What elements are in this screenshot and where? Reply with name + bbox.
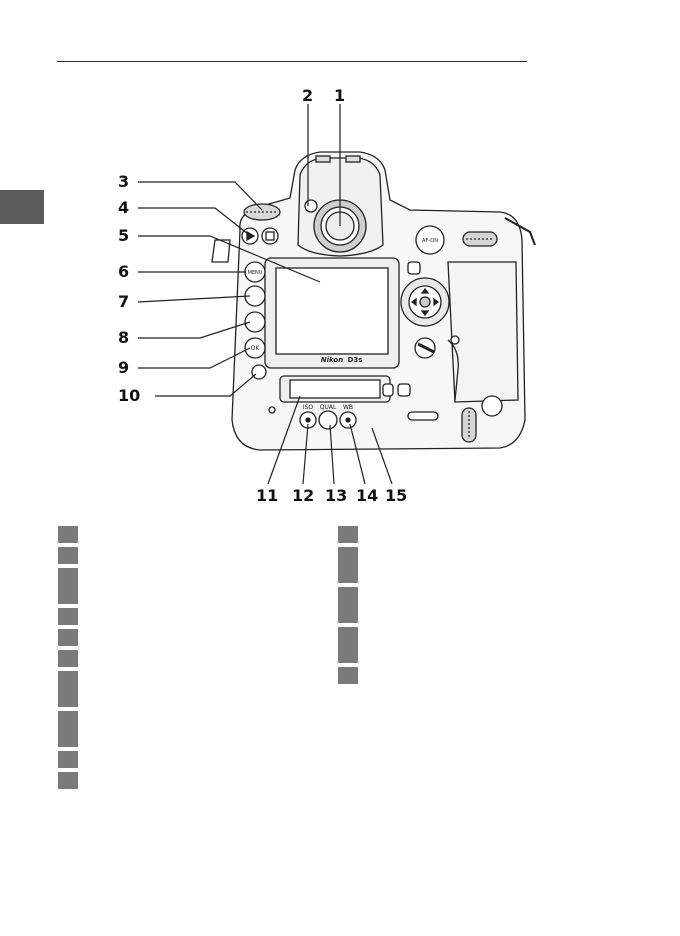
callout-3: 3 [118,172,130,191]
chapter-tab [0,190,44,224]
key-square [338,667,358,684]
key-square [338,627,358,663]
callout-10: 10 [118,386,141,405]
camera-back-illustration: MENU OK AF-ON Nikon D3s ISO QUAL WB [137,104,536,485]
key-square [58,608,78,625]
top-rule [57,61,527,62]
key-square [58,671,78,707]
key-square [58,547,78,564]
model-label: D3s [348,356,363,364]
callout-4: 4 [118,198,130,217]
key-square [338,547,358,583]
callout-12: 12 [292,486,315,505]
menu-button-label: MENU [248,270,263,276]
callout-15: 15 [385,486,408,505]
key-square [58,711,78,747]
callout-1: 1 [334,86,346,105]
key-square [338,526,358,543]
callout-6: 6 [118,262,130,281]
callout-11: 11 [256,486,279,505]
key-square [58,650,78,667]
qual-label: QUAL [320,404,337,411]
callout-9: 9 [118,358,130,377]
key-square [338,587,358,623]
ok-button-label: OK [251,345,261,352]
wb-label: WB [343,404,353,411]
key-square [58,772,78,789]
key-square [58,629,78,646]
callout-13: 13 [325,486,348,505]
iso-label: ISO [303,404,314,411]
callout-2: 2 [302,86,314,105]
brand-label: Nikon [321,356,343,364]
callout-14: 14 [356,486,379,505]
key-square [58,568,78,604]
af-on-button-label: AF-ON [422,238,438,244]
key-square [58,751,78,768]
callout-7: 7 [118,292,130,311]
callout-8: 8 [118,328,130,347]
callout-5: 5 [118,226,130,245]
key-square [58,526,78,543]
